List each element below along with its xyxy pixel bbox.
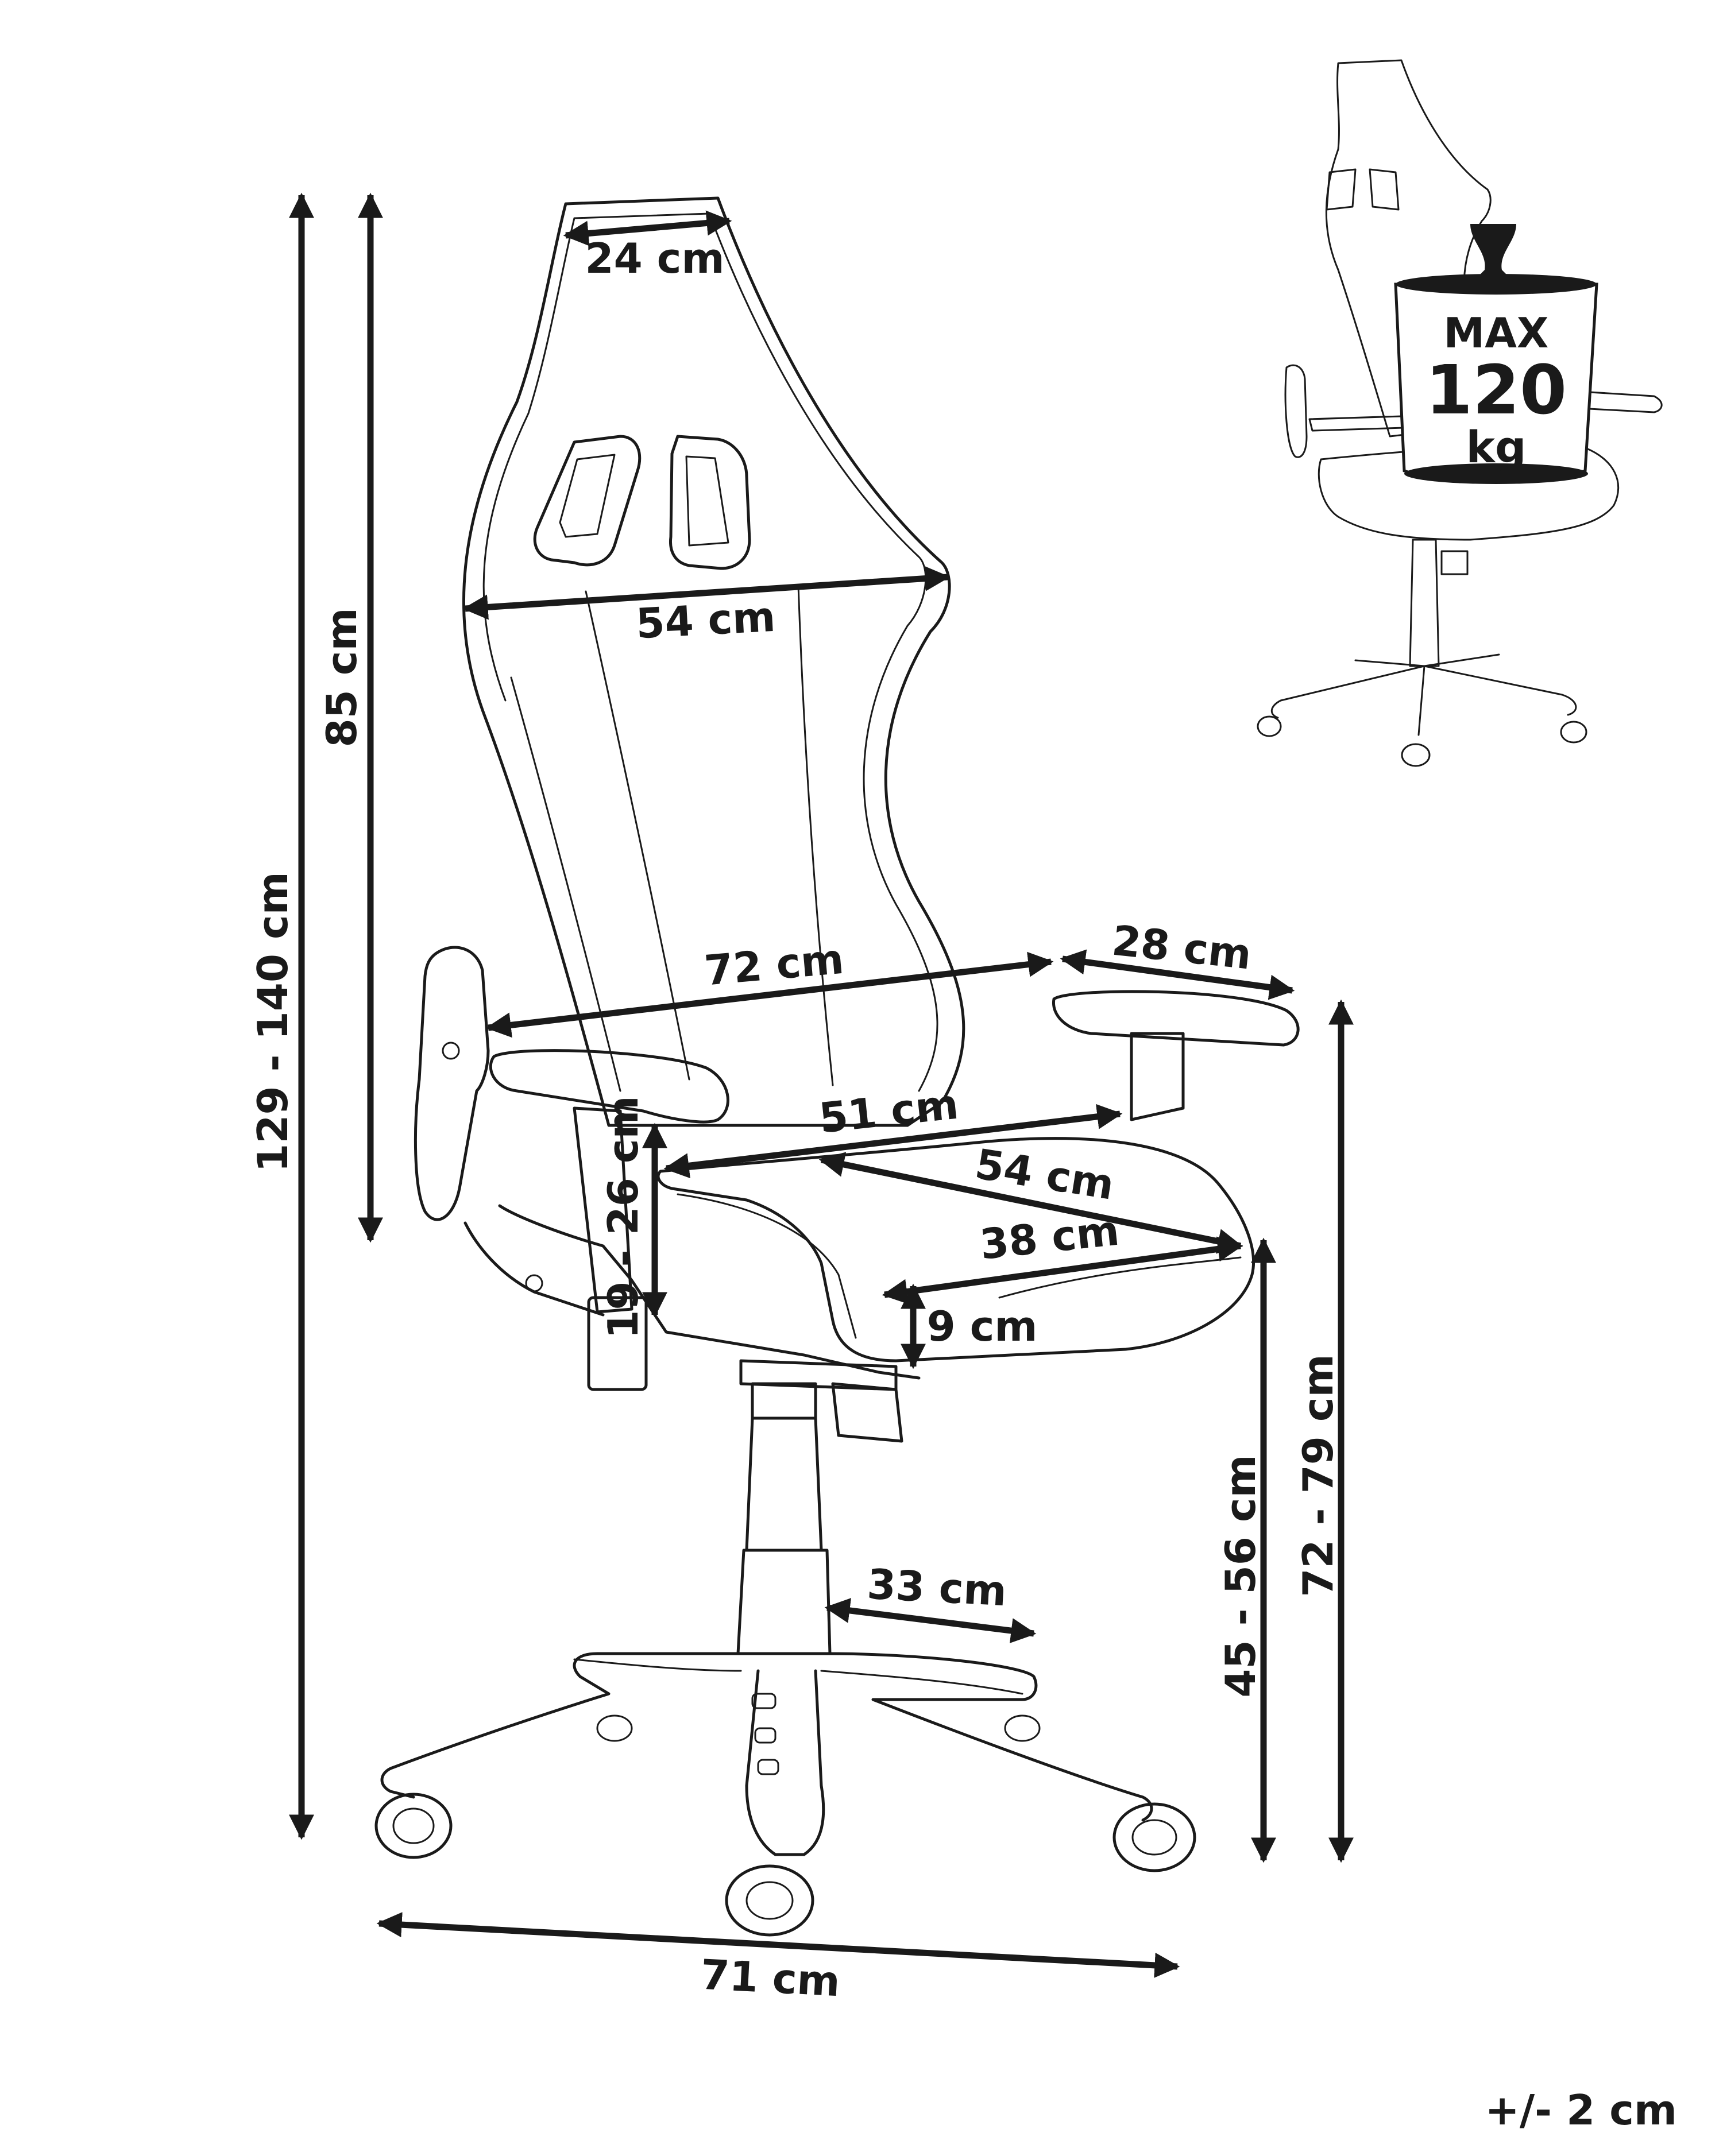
caster-back-right bbox=[1004, 1714, 1041, 1742]
dimline-seat-depth-diagonal bbox=[818, 1152, 1243, 1254]
dimline-armrest-length bbox=[1060, 949, 1295, 1000]
caster-front bbox=[725, 1864, 814, 1937]
small-chair-caster-2 bbox=[1401, 743, 1431, 767]
backrest-side-left bbox=[510, 676, 621, 1092]
small-chair-caster-1 bbox=[1257, 715, 1282, 737]
main-chair-drawing bbox=[374, 196, 1300, 1937]
headrest-slot-left bbox=[533, 435, 642, 567]
small-chair-base bbox=[1270, 653, 1577, 736]
caster-back-left bbox=[596, 1714, 633, 1742]
tilt-knob bbox=[831, 1382, 903, 1443]
dimline-base-diameter bbox=[376, 1912, 1180, 1978]
label-seat-depth: 38 cm bbox=[978, 1206, 1121, 1269]
armrest-left-back bbox=[414, 946, 490, 1221]
armrest-right-post bbox=[1130, 1032, 1185, 1121]
small-chair-armrest-left bbox=[1284, 364, 1308, 458]
label-armrest-floor-height: 72 - 79 cm bbox=[1294, 1354, 1342, 1597]
armrest-left-post bbox=[573, 1106, 633, 1314]
weight-icon bbox=[1394, 224, 1598, 484]
dimension-labels: 24 cm 54 cm 85 cm 129 - 140 cm 72 cm 28 … bbox=[249, 234, 1342, 2006]
small-chair-caster-3 bbox=[1560, 721, 1587, 744]
caster-left bbox=[374, 1793, 453, 1859]
label-base-leg: 33 cm bbox=[866, 1560, 1008, 1616]
backrest-outline bbox=[462, 196, 965, 1127]
label-seat-height: 45 - 56 cm bbox=[1216, 1454, 1265, 1697]
label-base-diameter: 71 cm bbox=[700, 1950, 841, 2006]
small-chair-gaslift bbox=[1409, 539, 1440, 667]
label-seat-side-height: 9 cm bbox=[927, 1302, 1038, 1350]
label-backrest-width: 54 cm bbox=[635, 593, 776, 648]
dimline-headrest-width bbox=[563, 210, 732, 246]
dimension-lines bbox=[289, 192, 1354, 1978]
dimline-overall-width bbox=[485, 951, 1054, 1038]
backrest-seam-right bbox=[797, 585, 834, 1086]
max-load-label: MAX bbox=[1444, 309, 1549, 357]
armrest-right-pad bbox=[1052, 990, 1300, 1047]
dimline-seat-depth bbox=[882, 1236, 1243, 1305]
label-backrest-height: 85 cm bbox=[318, 608, 366, 748]
tolerance-note: +/- 2 cm bbox=[1485, 2086, 1677, 2134]
max-load-value: 120 bbox=[1425, 350, 1567, 429]
dimline-seat-width bbox=[663, 1104, 1123, 1179]
gas-lift bbox=[736, 1416, 832, 1655]
headrest-slot-right bbox=[669, 435, 751, 570]
label-armrest-height: 19 - 26 cm bbox=[599, 1096, 647, 1338]
dimline-base-leg bbox=[824, 1598, 1037, 1643]
label-seat-depth-diagonal: 54 cm bbox=[972, 1140, 1117, 1209]
star-base bbox=[380, 1652, 1153, 1856]
label-headrest-width: 24 cm bbox=[585, 234, 725, 282]
dimline-backrest-width bbox=[462, 566, 951, 620]
label-total-height: 129 - 140 cm bbox=[249, 872, 297, 1172]
caster-right bbox=[1112, 1802, 1196, 1872]
max-load-illustration: MAX 120 kg bbox=[1257, 59, 1663, 767]
max-load-unit: kg bbox=[1466, 421, 1527, 473]
